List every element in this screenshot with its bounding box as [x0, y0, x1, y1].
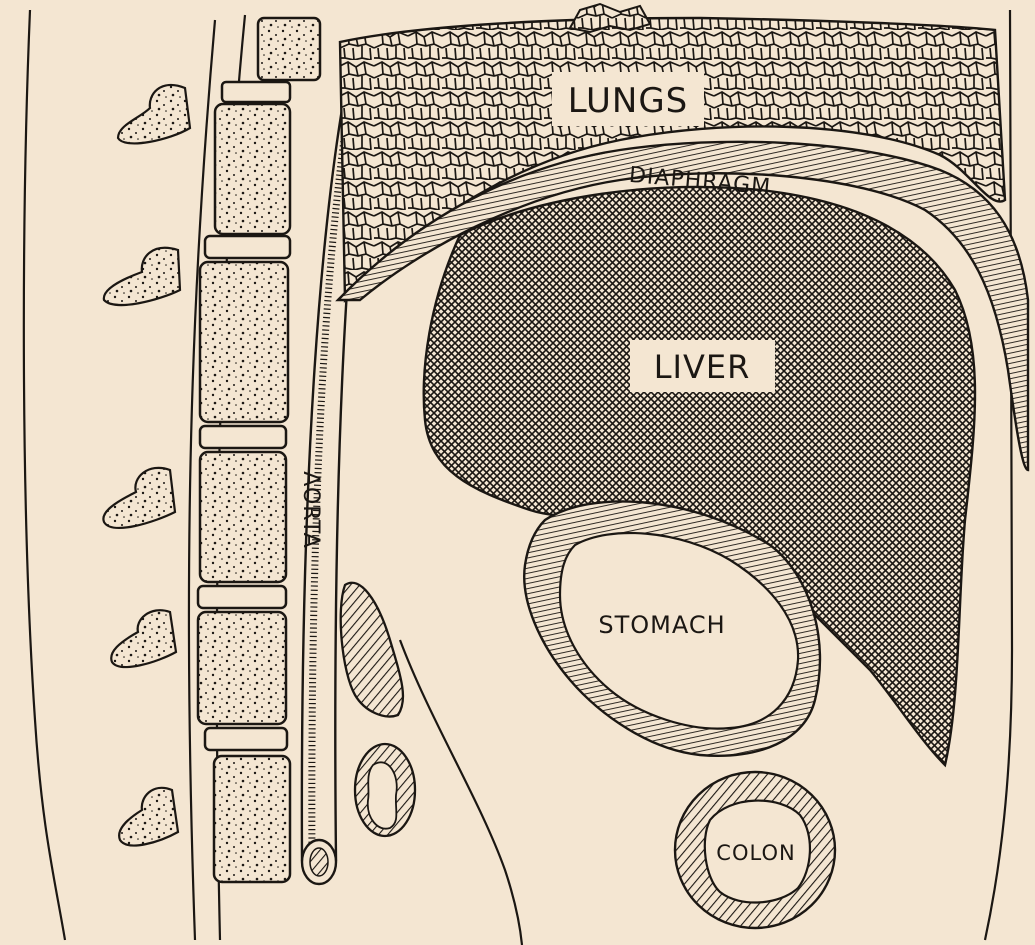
label-colon: COLON	[716, 841, 795, 865]
vessel-ring	[355, 744, 415, 836]
label-stomach: STOMACH	[598, 611, 725, 639]
kidney	[341, 583, 403, 717]
spinous-processes	[103, 85, 190, 845]
label-lungs: LUNGS	[552, 72, 704, 126]
label-aorta: AORTA	[298, 471, 323, 548]
colon-label: COLON	[716, 841, 795, 865]
aorta-label: AORTA	[298, 471, 323, 548]
liver-label: LIVER	[654, 348, 751, 386]
label-liver: LIVER	[630, 340, 775, 392]
stomach-label: STOMACH	[598, 611, 725, 639]
lungs-label: LUNGS	[568, 81, 689, 121]
